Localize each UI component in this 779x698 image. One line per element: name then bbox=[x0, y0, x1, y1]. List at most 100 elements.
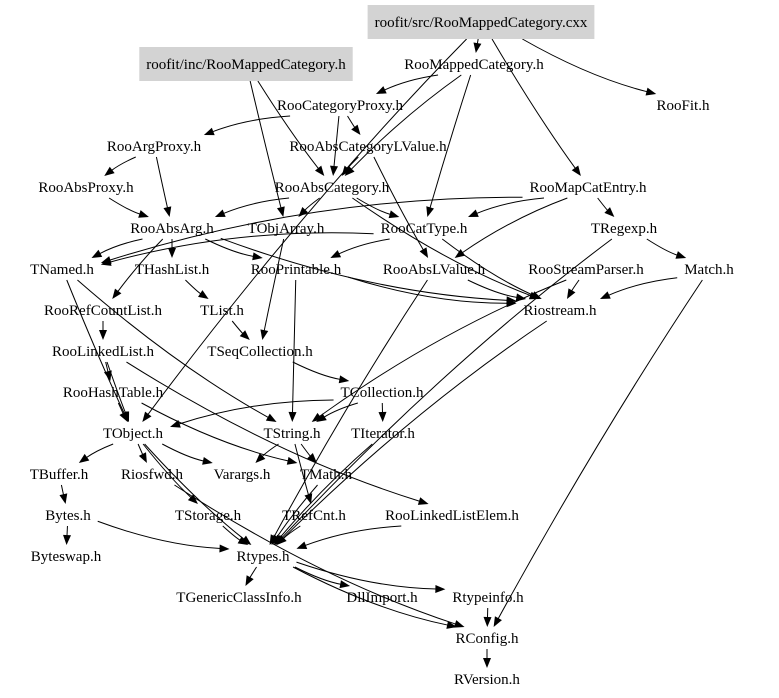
graph-node[interactable]: RooCatType.h bbox=[381, 221, 468, 237]
arrowhead-icon bbox=[104, 166, 115, 176]
node-label: TObjArray.h bbox=[248, 221, 325, 237]
graph-node[interactable]: Bytes.h bbox=[45, 508, 91, 524]
graph-node[interactable]: TGenericClassInfo.h bbox=[176, 590, 302, 606]
arrowhead-icon bbox=[276, 206, 285, 217]
graph-node[interactable]: TList.h bbox=[200, 303, 244, 319]
graph-node[interactable]: RooHashTable.h bbox=[63, 385, 164, 401]
dependency-edge bbox=[522, 38, 648, 93]
graph-node[interactable]: RVersion.h bbox=[454, 672, 520, 688]
graph-node[interactable]: RooLinkedList.h bbox=[52, 344, 155, 360]
dependency-edge bbox=[282, 525, 301, 540]
dependency-edge bbox=[223, 197, 290, 215]
graph-node[interactable]: TSeqCollection.h bbox=[207, 344, 313, 360]
dependency-edge bbox=[347, 115, 356, 129]
dependency-edge bbox=[350, 74, 462, 170]
dependency-edge bbox=[108, 197, 141, 215]
graph-node[interactable]: RooLinkedListElem.h bbox=[385, 508, 519, 524]
node-label: TList.h bbox=[200, 303, 244, 319]
node-label: TNamed.h bbox=[30, 262, 94, 278]
dependency-edge bbox=[296, 561, 437, 590]
arrowhead-icon bbox=[493, 616, 502, 627]
node-label: Bytes.h bbox=[45, 508, 91, 524]
graph-node[interactable]: TRegexp.h bbox=[591, 221, 658, 237]
arrowhead-icon bbox=[483, 616, 492, 627]
graph-node[interactable]: TObjArray.h bbox=[248, 221, 325, 237]
graph-node[interactable]: THashList.h bbox=[135, 262, 210, 278]
node-label: RooAbsCategoryLValue.h bbox=[289, 139, 447, 155]
graph-node[interactable]: RooAbsCategoryLValue.h bbox=[289, 139, 447, 155]
arrowhead-icon bbox=[245, 575, 254, 586]
graph-node[interactable]: RooAbsCategory.h bbox=[275, 180, 390, 196]
dependency-edge bbox=[137, 443, 144, 456]
arrowhead-icon bbox=[237, 536, 249, 545]
arrowhead-icon bbox=[271, 534, 281, 545]
arrowhead-icon bbox=[198, 290, 209, 299]
graph-node[interactable]: TRefCnt.h bbox=[282, 508, 346, 524]
arrowhead-icon bbox=[453, 620, 465, 628]
graph-node[interactable]: Rtypes.h bbox=[237, 549, 290, 565]
dependency-edge bbox=[352, 197, 532, 297]
graph-node[interactable]: TMath.h bbox=[300, 467, 353, 483]
graph-node[interactable]: Byteswap.h bbox=[31, 549, 102, 565]
node-label: RooStreamParser.h bbox=[528, 262, 644, 278]
arrowhead-icon bbox=[571, 165, 581, 176]
arrowhead-icon bbox=[468, 209, 479, 217]
dependency-edge bbox=[273, 279, 428, 538]
arrowhead-icon bbox=[338, 375, 350, 384]
dependency-edge bbox=[608, 277, 678, 296]
dependency-edge bbox=[126, 361, 421, 502]
arrowhead-icon bbox=[330, 165, 339, 176]
graph-node[interactable]: RooAbsProxy.h bbox=[38, 180, 134, 196]
graph-node[interactable]: Riosfwd.h bbox=[121, 467, 184, 483]
node-label: TRegexp.h bbox=[591, 221, 658, 237]
node-label: RooLinkedListElem.h bbox=[385, 508, 519, 524]
node-label: RooPrintable.h bbox=[251, 262, 342, 278]
graph-node[interactable]: TCollection.h bbox=[341, 385, 424, 401]
graph-node[interactable]: RooMapCatEntry.h bbox=[530, 180, 647, 196]
graph-node[interactable]: Riostream.h bbox=[524, 303, 597, 319]
graph-node[interactable]: TIterator.h bbox=[351, 426, 415, 442]
arrowhead-icon bbox=[645, 87, 657, 96]
arrowhead-icon bbox=[142, 411, 152, 422]
highlighted-node-background bbox=[367, 5, 595, 39]
dependency-edge bbox=[373, 156, 424, 251]
node-label: TGenericClassInfo.h bbox=[176, 590, 302, 606]
graph-node[interactable]: TStorage.h bbox=[175, 508, 242, 524]
graph-node[interactable]: Match.h bbox=[684, 262, 734, 278]
nodes-layer: roofit/src/RooMappedCategory.cxx roofit/i… bbox=[30, 5, 734, 688]
graph-node[interactable]: Varargs.h bbox=[214, 467, 271, 483]
graph-node[interactable]: TObject.h bbox=[103, 426, 164, 442]
node-label: RooMapCatEntry.h bbox=[530, 180, 647, 196]
graph-node[interactable]: RooMappedCategory.h bbox=[404, 57, 544, 73]
graph-node[interactable]: RooStreamParser.h bbox=[528, 262, 644, 278]
dependency-edge bbox=[106, 361, 127, 414]
graph-node[interactable]: roofit/inc/RooMappedCategory.h bbox=[139, 47, 353, 81]
graph-node[interactable]: RooArgProxy.h bbox=[107, 139, 202, 155]
graph-node[interactable]: TNamed.h bbox=[30, 262, 94, 278]
dependency-edge bbox=[144, 443, 245, 540]
dependency-edge bbox=[304, 197, 320, 211]
dependency-edge bbox=[282, 320, 547, 540]
graph-node[interactable]: RooRefCountList.h bbox=[44, 303, 162, 319]
graph-node[interactable]: RooCategoryProxy.h bbox=[277, 98, 404, 114]
node-label: RooAbsArg.h bbox=[130, 221, 214, 237]
node-label: TSeqCollection.h bbox=[207, 344, 313, 360]
node-label: RVersion.h bbox=[454, 672, 520, 688]
graph-node[interactable]: roofit/src/RooMappedCategory.cxx bbox=[367, 5, 595, 39]
arrowhead-icon bbox=[566, 288, 576, 299]
graph-node[interactable]: DllImport.h bbox=[346, 590, 418, 606]
graph-node[interactable]: RooAbsArg.h bbox=[130, 221, 214, 237]
graph-node[interactable]: RooPrintable.h bbox=[251, 262, 342, 278]
graph-node[interactable]: RConfig.h bbox=[456, 631, 519, 647]
dependency-edge bbox=[467, 279, 518, 299]
graph-node[interactable]: RooFit.h bbox=[657, 98, 710, 114]
node-label: RooHashTable.h bbox=[63, 385, 164, 401]
arrowhead-icon bbox=[417, 497, 429, 505]
graph-node[interactable]: TBuffer.h bbox=[30, 467, 89, 483]
graph-node[interactable]: Rtypeinfo.h bbox=[452, 590, 524, 606]
graph-node[interactable]: TString.h bbox=[263, 426, 321, 442]
dependency-edge bbox=[261, 443, 279, 458]
dependency-edge bbox=[491, 38, 576, 170]
graph-node[interactable]: RooAbsLValue.h bbox=[383, 262, 486, 278]
dependency-edge bbox=[231, 320, 244, 335]
